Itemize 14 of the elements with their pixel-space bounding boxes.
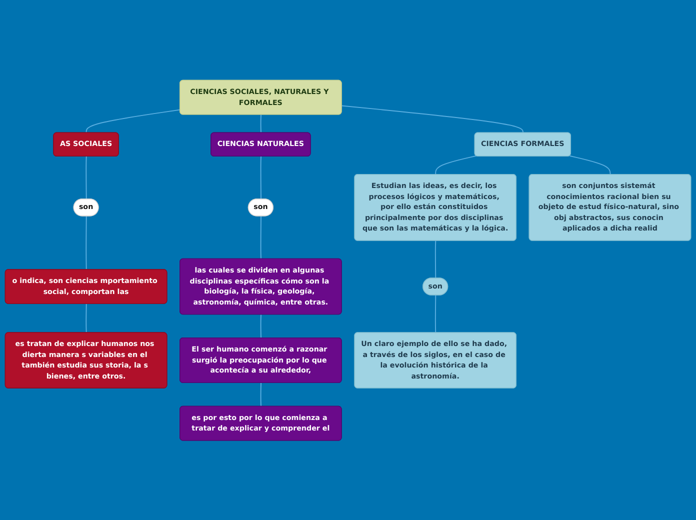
connector — [569, 155, 611, 175]
connector — [260, 382, 262, 407]
connector — [86, 216, 87, 270]
connector — [260, 314, 262, 338]
connector — [260, 156, 262, 200]
connector — [434, 240, 436, 278]
connector — [260, 114, 262, 134]
connector — [435, 155, 477, 175]
connector — [434, 294, 436, 333]
connector — [86, 156, 87, 200]
connector — [260, 216, 262, 260]
connector — [86, 108, 181, 134]
connector — [86, 303, 87, 333]
connector — [341, 104, 524, 134]
